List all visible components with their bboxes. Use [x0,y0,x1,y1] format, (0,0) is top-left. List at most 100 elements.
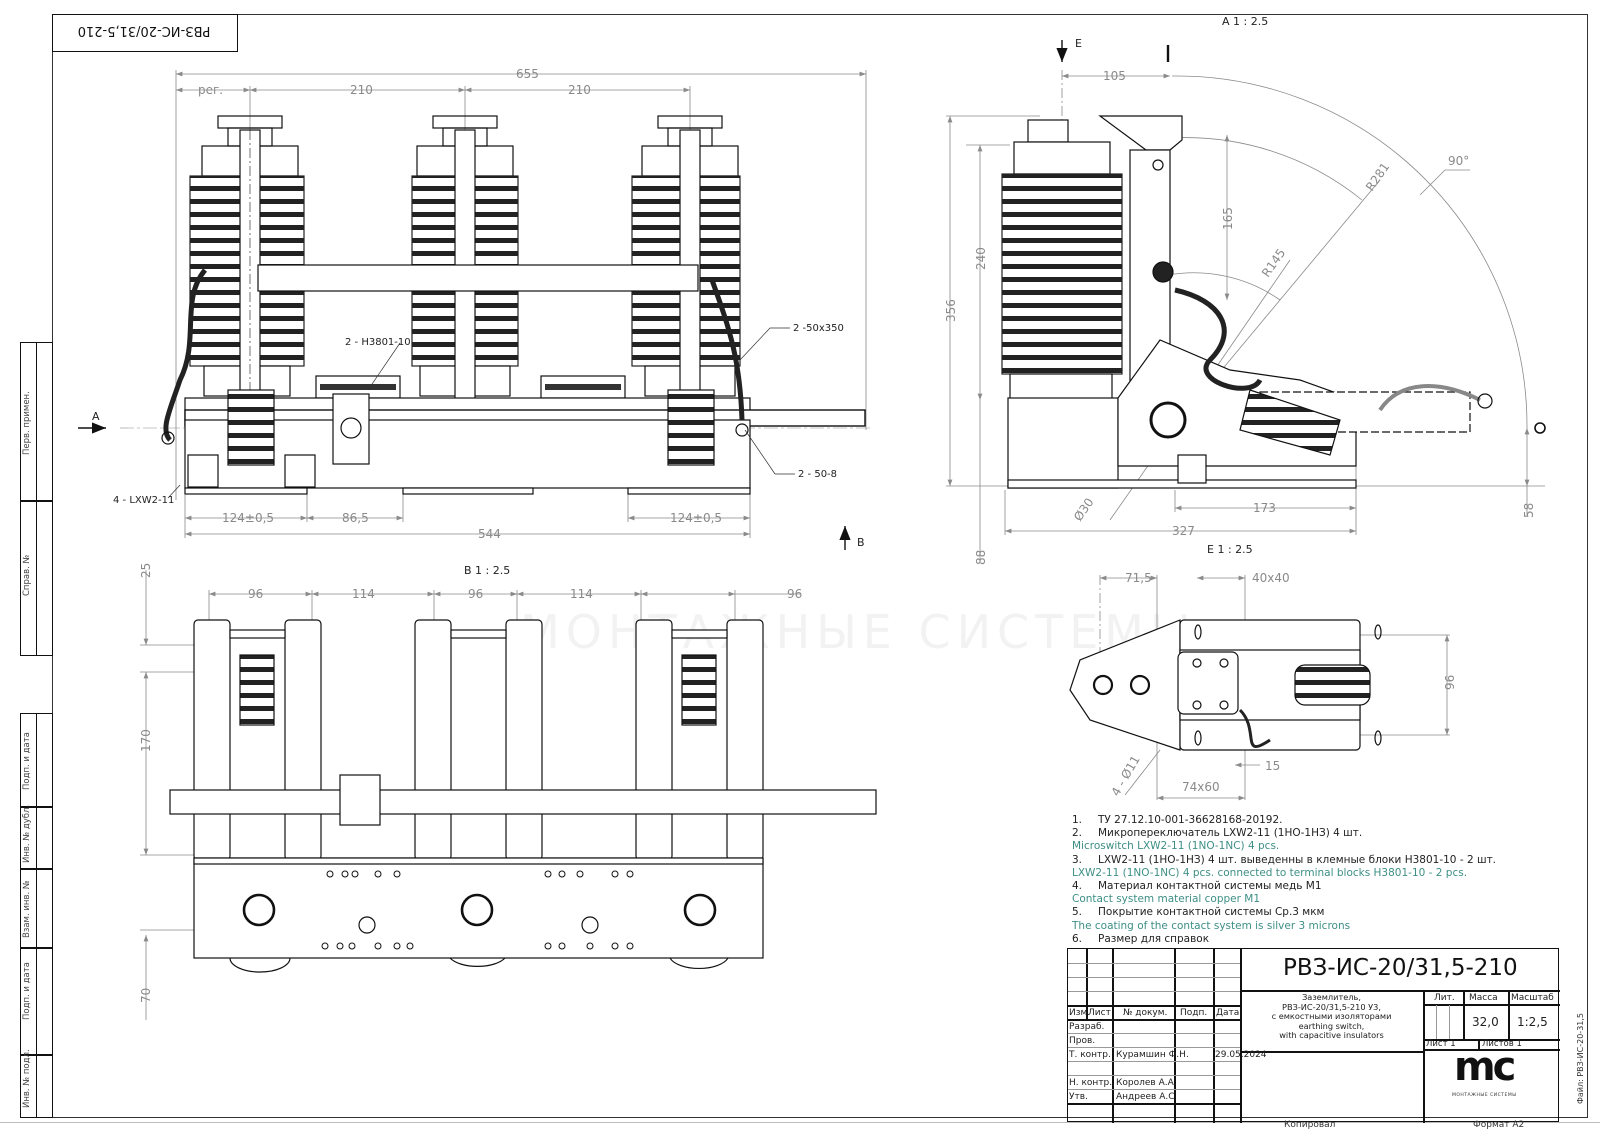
dim-angle-90: 90° [1448,154,1469,168]
pole-middle [411,115,519,401]
description-line-5: with capacitive insulators [1279,1030,1384,1041]
front-view [78,70,870,550]
description-line-3: с емкостными изоляторами [1271,1011,1392,1022]
dim-124-right: 124±0,5 [670,511,722,525]
view-b-title: B 1 : 2.5 [464,564,510,577]
note-2: 2.Микропереключатель LXW2-11 (1НО-1НЗ) 4… [1072,827,1363,840]
dim-reg: рег. [198,83,223,97]
dim-b-70: 70 [139,988,153,1003]
note-5: 5.Покрытие контактной системы Ср.3 мкм [1072,906,1325,919]
header-sign: Подп. [1180,1008,1208,1018]
dim-b-170: 170 [139,729,153,752]
dim-r281: R281 [1363,160,1392,194]
dim-544: 544 [478,527,501,541]
page-bottom-edge [0,1122,1600,1123]
header-izm: Изм. [1069,1008,1091,1018]
side-columns-upper [20,342,53,656]
row-role-utv: Утв. [1069,1092,1088,1102]
dim-71-5: 71,5 [1125,571,1152,585]
title-designation: РВЗ-ИС-20/31,5-210 [1283,955,1518,981]
callout-lug: 2 - 50-8 [798,469,837,480]
note-2-en: Microswitch LXW2-11 (1NO-1NC) 4 pcs. [1072,840,1280,853]
dim-655: 655 [516,67,539,81]
view-e [1069,575,1450,801]
view-arrow-b-label: B [857,536,865,549]
view-arrow-a-label: A [92,410,100,423]
callout-terminal-blocks: 2 - H3801-10 [345,337,411,348]
view-e-title: E 1 : 2.5 [1207,543,1253,556]
dim-96-e: 96 [1443,675,1457,690]
dim-210-b: 210 [568,83,591,97]
callout-microswitch: 4 - LXW2-11 [113,495,174,506]
company-logo: mc МОНТАЖНЫЕ СИСТЕМЫ [1448,1045,1548,1103]
header-doc: № докум. [1123,1008,1168,1018]
header-date: Дата [1216,1008,1240,1018]
note-1: 1.ТУ 27.12.10-001-36628168-20192. [1072,814,1283,826]
header-list: Лист [1088,1008,1111,1018]
dim-b-96-c: 96 [787,587,802,601]
technical-notes: 1.ТУ 27.12.10-001-36628168-20192. 2.Микр… [1072,814,1496,946]
title-block: РВЗ-ИС-20/31,5-210 Изм. Лист № докум. По… [1067,948,1560,1123]
dim-58: 58 [1522,503,1536,518]
row-role-razrab: Разраб. [1069,1022,1105,1032]
note-3: 3.LXW2-11 (1НО-1НЗ) 4 шт. выведенны в кл… [1072,853,1497,866]
side-columns-lower [20,713,53,1118]
note-6: 6.Размер для справок [1072,932,1210,945]
pole-left [189,115,305,401]
dim-r145: R145 [1259,246,1288,280]
view-arrow-e-label: E [1075,37,1082,50]
logo-mark: mc [1454,1044,1516,1090]
dim-b-96-b: 96 [468,587,483,601]
format-label: Формат А2 [1473,1120,1525,1130]
callout-braid: 2 -50x350 [793,323,844,334]
dim-88: 88 [974,550,988,565]
note-4-en: Contact system material copper M1 [1072,893,1261,906]
row-name-utv: Андреев А.С [1116,1092,1175,1102]
dim-15: 15 [1265,759,1280,773]
row-date-t-kontr: 29.05.2024 [1215,1050,1267,1060]
description-line-1: Заземлитель, [1302,992,1361,1002]
file-label: Файл: РВЗ-ИС-20-31,5 [1576,1012,1585,1104]
sheets-label: Листов 1 [1482,1039,1522,1049]
logo-subtitle: МОНТАЖНЫЕ СИСТЕМЫ [1452,1093,1517,1098]
side-view-a-title: A 1 : 2.5 [1222,15,1268,28]
dim-86-5: 86,5 [342,511,369,525]
dim-105: 105 [1103,69,1126,83]
dim-b-25: 25 [139,563,153,578]
dim-210-a: 210 [350,83,373,97]
dim-327: 327 [1172,524,1195,538]
dim-356: 356 [944,299,958,322]
dim-165: 165 [1221,207,1235,230]
row-role-t-kontr: Т. контр. [1069,1050,1111,1060]
row-role-prov: Пров. [1069,1036,1096,1046]
row-name-n-kontr: Королев А.А. [1116,1078,1177,1088]
product-description: Заземлитель, РВЗ-ИС-20/31,5-210 У3, с ем… [1240,992,1423,1041]
mass-label: Масса [1469,993,1498,1003]
note-4: 4.Материал контактной системы медь М1 [1072,880,1322,893]
dim-124-left: 124±0,5 [222,511,274,525]
sheet-label: Лист 1 [1426,1039,1456,1049]
dim-d30: Ø30 [1071,495,1097,523]
description-line-2: РВЗ-ИС-20/31,5-210 У3, [1282,1001,1381,1012]
note-5-en: The coating of the contact system is sil… [1072,919,1351,932]
view-b-holes [321,870,634,950]
dim-40x40: 40x40 [1252,571,1290,585]
mass-value: 32,0 [1472,1015,1499,1029]
side-view-a [946,40,1546,560]
copied-label: Копировал [1284,1120,1336,1130]
description-line-4: earthing switch, [1298,1020,1365,1031]
lit-label: Лит. [1434,993,1455,1003]
row-name-t-kontr: Курамшин Ф.Н. [1116,1050,1189,1060]
dim-b-114-b: 114 [570,587,593,601]
pole-right [631,115,741,401]
note-3-en: LXW2-11 (1NO-1NC) 4 pcs. connected to te… [1072,866,1468,879]
watermark: МОНТАЖНЫЕ СИСТЕМЫ [520,605,1197,659]
scale-value: 1:2,5 [1517,1015,1548,1029]
scale-label: Масштаб [1511,993,1554,1003]
dim-b-96-a: 96 [248,587,263,601]
row-role-n-kontr: Н. контр. [1069,1078,1113,1088]
dim-240: 240 [974,247,988,270]
view-b [140,570,877,1020]
mirrored-designation-box: РВЗ-ИС-20/31,5-210 [52,14,238,52]
